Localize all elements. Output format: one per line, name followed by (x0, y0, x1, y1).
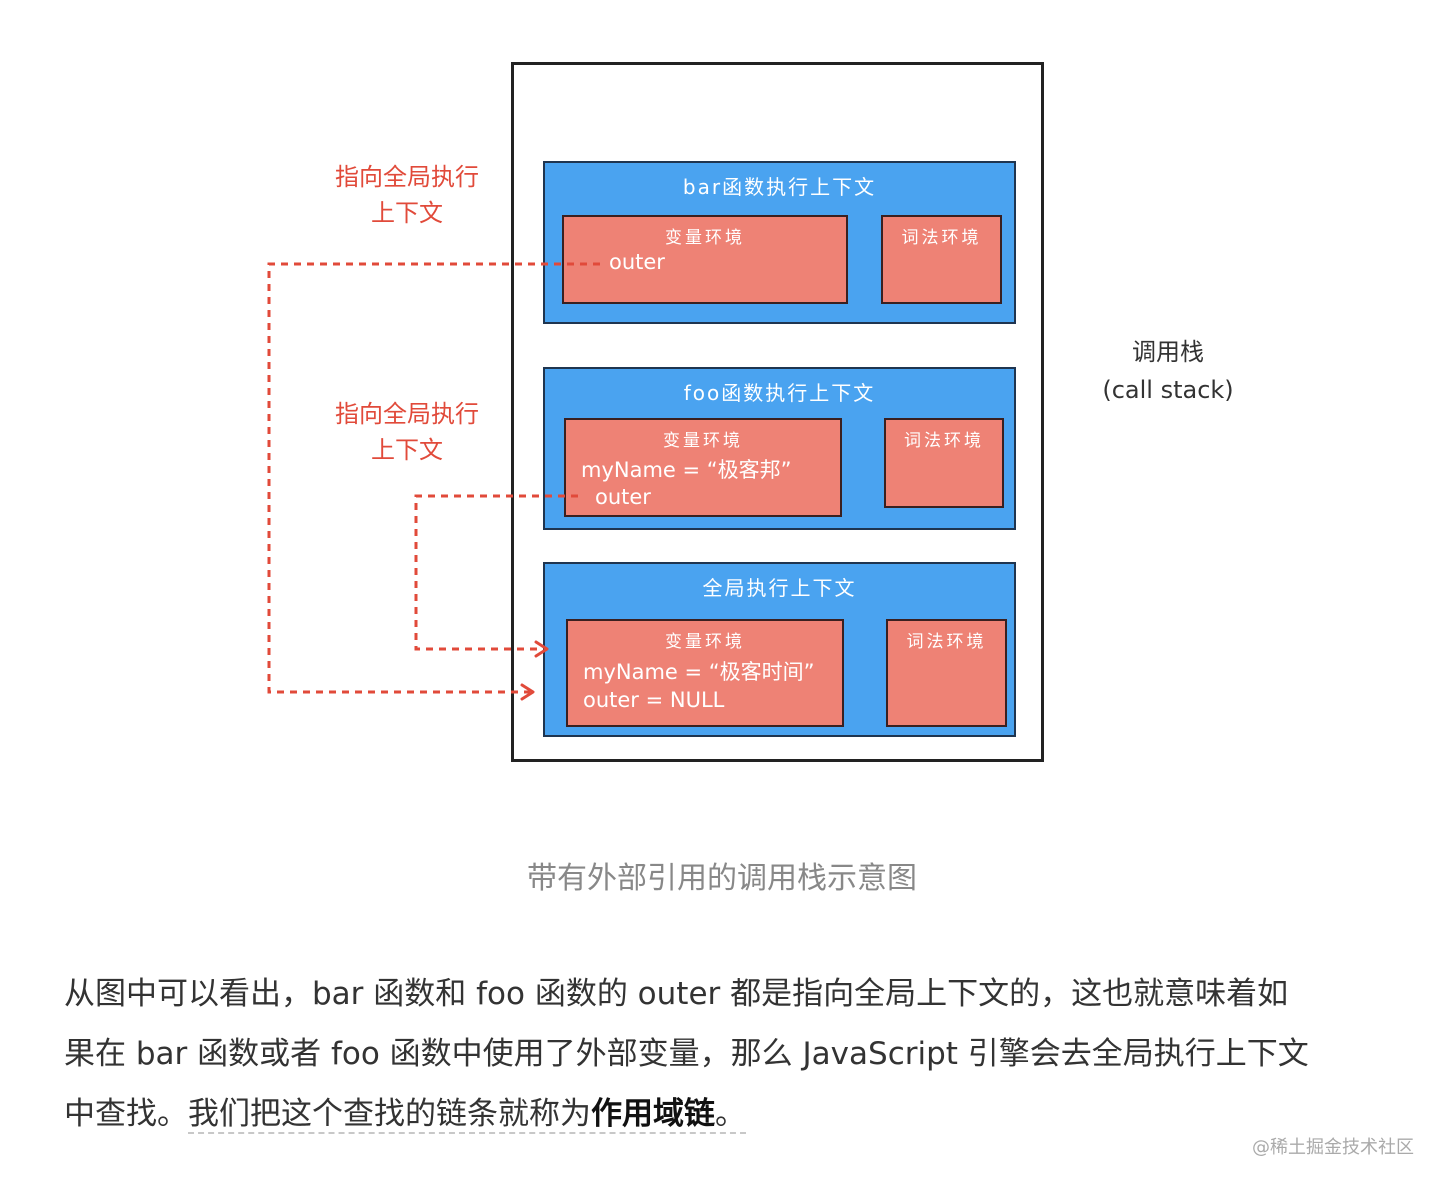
call-stack-label-line2: (call stack) (1102, 376, 1234, 404)
paragraph-line-3-end: 。 (715, 1096, 746, 1132)
bar-variable-environment: 变量环境 outer (562, 215, 848, 304)
global-lexical-environment: 词法环境 (886, 619, 1007, 727)
bar-variable-env-title: 变量环境 (665, 228, 745, 248)
underlined-annotation[interactable]: 我们把这个查找的链条就称为作用域链。 (188, 1096, 746, 1134)
global-variable-env-title: 变量环境 (665, 632, 745, 652)
call-stack-label: 调用栈 (call stack) (1078, 333, 1258, 409)
foo-variable-environment: 变量环境 myName = “极客邦” outer (564, 418, 842, 517)
bar-pointer-label: 指向全局执行 上下文 (322, 159, 492, 231)
foo-outer-label: outer (595, 485, 651, 509)
bar-pointer-label-line2: 上下文 (371, 199, 443, 227)
juejin-watermark: @稀土掘金技术社区 (1252, 1137, 1414, 1158)
call-stack-label-line1: 调用栈 (1132, 338, 1204, 366)
global-execution-context: 全局执行上下文 变量环境 myName = “极客时间” outer = NUL… (543, 562, 1016, 737)
paragraph-line-2: 果在 bar 函数或者 foo 函数中使用了外部变量，那么 JavaScript… (64, 1036, 1309, 1072)
scope-chain-term: 作用域链 (591, 1096, 715, 1132)
explanation-paragraph: 从图中可以看出，bar 函数和 foo 函数的 outer 都是指向全局上下文的… (64, 964, 1434, 1144)
bar-execution-context: bar函数执行上下文 变量环境 outer 词法环境 (543, 161, 1016, 324)
paragraph-line-3: 中查找。我们把这个查找的链条就称为作用域链。 (64, 1084, 1434, 1144)
bar-pointer-label-line1: 指向全局执行 (335, 163, 479, 191)
foo-context-title: foo函数执行上下文 (683, 381, 876, 405)
paragraph-line-1: 从图中可以看出，bar 函数和 foo 函数的 outer 都是指向全局上下文的… (64, 976, 1289, 1012)
paragraph-line-3-plain: 中查找。 (64, 1096, 188, 1132)
figure-caption: 带有外部引用的调用栈示意图 (527, 861, 917, 896)
foo-execution-context: foo函数执行上下文 变量环境 myName = “极客邦” outer 词法环… (543, 367, 1016, 530)
global-context-title: 全局执行上下文 (702, 576, 857, 600)
global-myname-label: myName = “极客时间” (583, 660, 815, 684)
foo-pointer-label-line1: 指向全局执行 (335, 400, 479, 428)
bar-lexical-env-title: 词法环境 (901, 228, 982, 248)
global-outer-label: outer = NULL (583, 688, 725, 712)
foo-lexical-environment: 词法环境 (884, 418, 1004, 508)
bar-lexical-environment: 词法环境 (881, 215, 1002, 304)
global-variable-environment: 变量环境 myName = “极客时间” outer = NULL (566, 619, 844, 727)
foo-lexical-env-title: 词法环境 (904, 431, 984, 451)
bar-outer-label: outer (609, 250, 665, 274)
foo-myname-label: myName = “极客邦” (581, 458, 792, 482)
bar-context-title: bar函数执行上下文 (682, 175, 877, 199)
foo-pointer-label: 指向全局执行 上下文 (322, 396, 492, 468)
paragraph-underlined-text: 我们把这个查找的链条就称为 (188, 1096, 591, 1132)
foo-pointer-label-line2: 上下文 (371, 436, 443, 464)
foo-variable-env-title: 变量环境 (663, 431, 743, 451)
global-lexical-env-title: 词法环境 (906, 632, 987, 652)
